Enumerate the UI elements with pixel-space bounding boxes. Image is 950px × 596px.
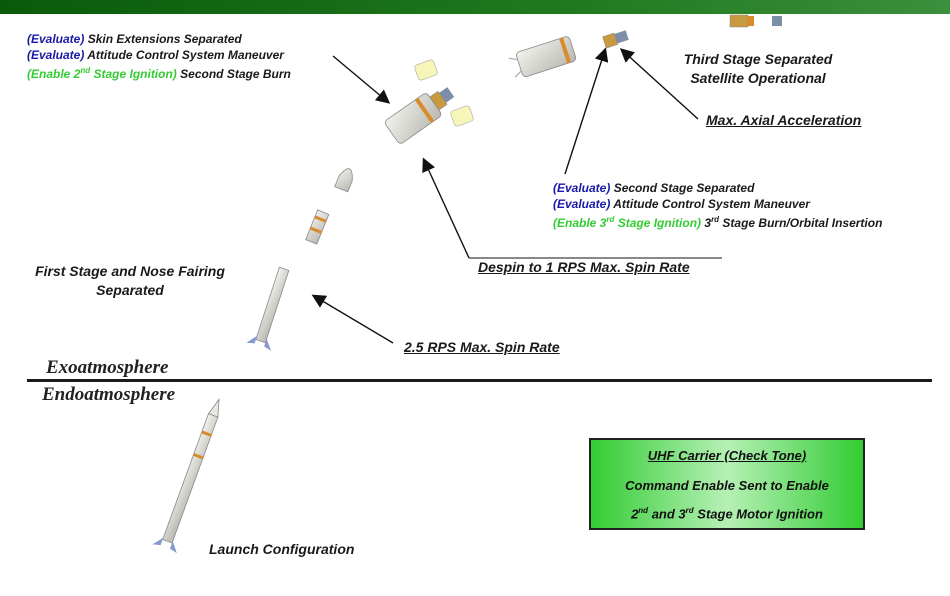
first-stage-body — [246, 266, 290, 351]
atmosphere-divider — [27, 379, 932, 382]
skin-extension-left — [414, 59, 438, 81]
event-acs-maneuver: (Evaluate) Attitude Control System Maneu… — [27, 47, 284, 63]
arrow-max-axial — [619, 48, 699, 120]
first-stage-label: First Stage and Nose Fairing Separated — [35, 263, 225, 298]
third-stage-payload — [602, 30, 629, 49]
enable-tag: (Enable 2nd Stage Ignition) — [27, 66, 177, 81]
evaluate-tag: (Evaluate) — [27, 32, 85, 46]
launch-configuration-label: Launch Configuration — [209, 541, 355, 557]
third-stage-label: Third Stage Separated Satellite Operatio… — [683, 51, 833, 86]
arrow-second-stage-separated — [564, 47, 609, 175]
spin-rate-label: 2.5 RPS Max. Spin Rate — [404, 339, 560, 355]
arrow-despin — [422, 157, 470, 259]
despin-label: Despin to 1 RPS Max. Spin Rate — [478, 259, 690, 275]
max-axial-label: Max. Axial Acceleration — [706, 112, 862, 128]
event-third-stage-burn: (Enable 3rd Stage Ignition) 3rd Stage Bu… — [553, 212, 882, 231]
event-second-stage-burn: (Enable 2nd Stage Ignition) Second Stage… — [27, 63, 291, 82]
event-second-stage-separated: (Evaluate) Second Stage Separated — [553, 180, 754, 196]
skin-extension-right — [450, 105, 474, 127]
uhf-carrier-box: UHF Carrier (Check Tone) Command Enable … — [589, 438, 865, 530]
second-stage-separated — [508, 36, 577, 78]
second-stage-rocket — [305, 209, 330, 245]
evaluate-tag: (Evaluate) — [27, 48, 85, 62]
evaluate-tag: (Evaluate) — [553, 181, 611, 195]
uhf-box-line2: Command Enable Sent to Enable — [625, 478, 829, 493]
endoatmosphere-label: Endoatmosphere — [42, 384, 176, 405]
event-text: Attitude Control System Maneuver — [87, 48, 284, 62]
header-bar — [0, 0, 950, 14]
event-text: Second Stage Burn — [180, 67, 291, 81]
enable-tag: (Enable 3rd Stage Ignition) — [553, 215, 702, 230]
exoatmosphere-label: Exoatmosphere — [46, 357, 169, 378]
despin-stage — [384, 87, 455, 144]
nose-fairing — [334, 168, 353, 193]
event-skin-extensions: (Evaluate) Skin Extensions Separated — [27, 31, 242, 47]
event-text: Skin Extensions Separated — [87, 32, 242, 46]
uhf-box-line3: 2nd and 3rd Stage Motor Ignition — [631, 506, 823, 522]
event-acs-maneuver-2: (Evaluate) Attitude Control System Maneu… — [553, 196, 810, 212]
event-text: Attitude Control System Maneuver — [613, 197, 810, 211]
satellite-operational — [729, 14, 782, 28]
event-text: 3rd Stage Burn/Orbital Insertion — [704, 215, 883, 230]
evaluate-tag: (Evaluate) — [553, 197, 611, 211]
uhf-box-title: UHF Carrier (Check Tone) — [647, 448, 807, 463]
arrow-skin-separation — [332, 55, 391, 104]
launch-rocket — [152, 398, 220, 554]
event-text: Second Stage Separated — [613, 181, 755, 195]
arrow-spin-rate — [311, 294, 394, 344]
